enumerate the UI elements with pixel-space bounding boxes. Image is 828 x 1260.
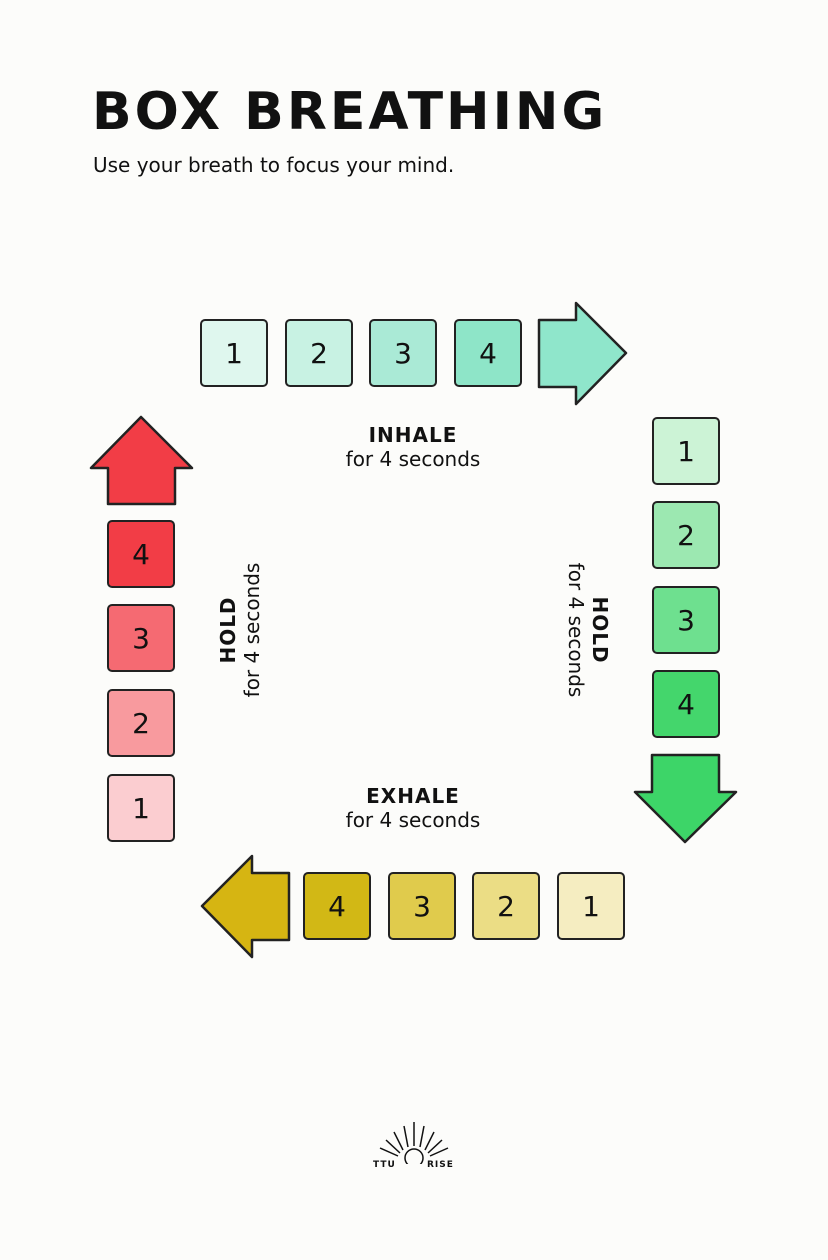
- hold-left-title: HOLD: [216, 596, 240, 664]
- arrow-down-icon: [633, 753, 738, 844]
- page-subtitle: Use your breath to focus your mind.: [93, 153, 455, 177]
- exhale-title: EXHALE: [366, 784, 460, 808]
- arrow-right-icon: [537, 301, 628, 406]
- inhale-count-2: 2: [285, 319, 353, 387]
- hold-left-count-2: 2: [107, 689, 175, 757]
- hold-left-duration: for 4 seconds: [240, 562, 264, 698]
- exhale-label: EXHALE for 4 seconds: [313, 784, 513, 832]
- inhale-title: INHALE: [368, 423, 458, 447]
- page-title: BOX BREATHING: [92, 82, 608, 142]
- hold-left-label: HOLD for 4 seconds: [210, 550, 270, 710]
- hold-right-title: HOLD: [588, 596, 612, 664]
- hold-right-count-3: 3: [652, 586, 720, 654]
- hold-left-count-3: 3: [107, 604, 175, 672]
- arrow-left-icon: [200, 854, 291, 959]
- inhale-count-4: 4: [454, 319, 522, 387]
- exhale-count-2: 2: [472, 872, 540, 940]
- inhale-count-3: 3: [369, 319, 437, 387]
- inhale-label: INHALE for 4 seconds: [313, 423, 513, 471]
- exhale-duration: for 4 seconds: [345, 808, 481, 832]
- logo-text-right: RISE: [427, 1160, 454, 1170]
- arrow-up-icon: [89, 415, 194, 506]
- exhale-count-3: 3: [388, 872, 456, 940]
- sunrise-icon: [379, 1122, 449, 1164]
- hold-right-count-4: 4: [652, 670, 720, 738]
- hold-right-count-1: 1: [652, 417, 720, 485]
- inhale-count-1: 1: [200, 319, 268, 387]
- inhale-duration: for 4 seconds: [345, 447, 481, 471]
- hold-right-label: HOLD for 4 seconds: [558, 550, 618, 710]
- hold-left-count-1: 1: [107, 774, 175, 842]
- hold-right-count-2: 2: [652, 501, 720, 569]
- hold-right-duration: for 4 seconds: [564, 562, 588, 698]
- hold-left-count-4: 4: [107, 520, 175, 588]
- logo-text-left: TTU: [373, 1160, 396, 1170]
- exhale-count-1: 1: [557, 872, 625, 940]
- exhale-count-4: 4: [303, 872, 371, 940]
